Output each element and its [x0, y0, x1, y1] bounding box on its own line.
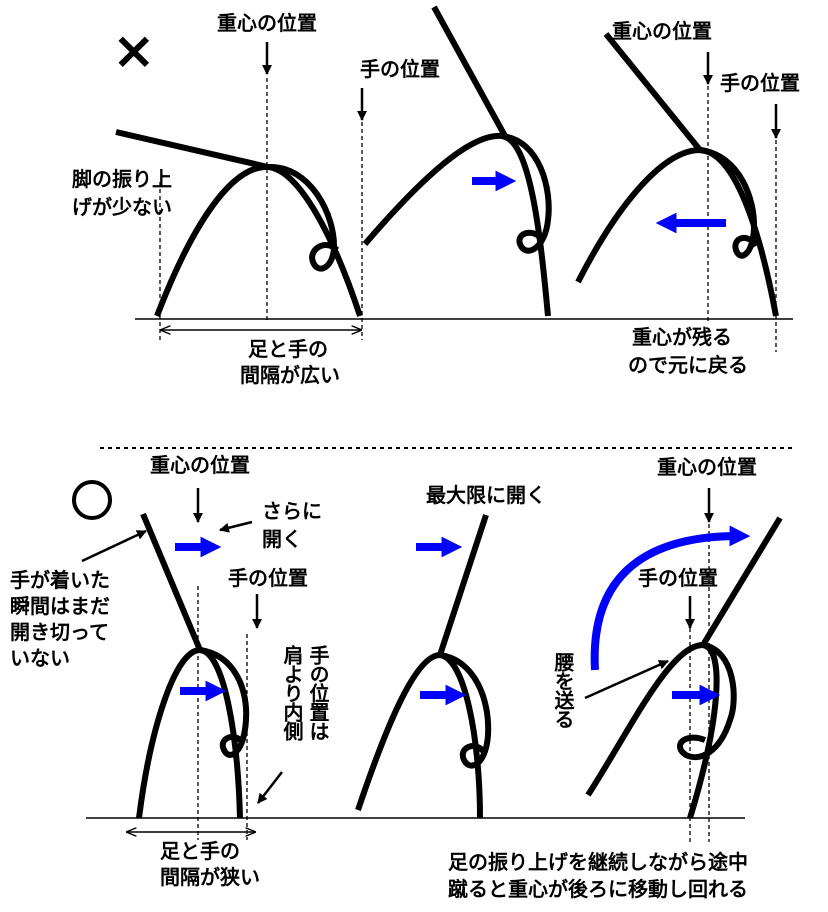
cog-label: 重心の位置 [217, 11, 317, 35]
figure-4: 重心の位置 さらに 開く 手の位置 手が着いた 瞬間はまだ 開き切って いない … [10, 453, 330, 889]
leg-note-line-1: 脚の振り上 [72, 167, 172, 191]
inside-note-col-2: 肩より内側 [280, 644, 304, 741]
body-curve [575, 146, 779, 317]
inside-note-col-1: 手の位置は [306, 644, 330, 740]
bad-example: × 重心の位置 手の位置 脚の振り上 げが少ない 足と手の 間隔が広い 重心の位… [72, 5, 800, 387]
body-curve [362, 132, 551, 317]
body-curve [154, 163, 363, 318]
figure-1: 重心の位置 手の位置 脚の振り上 げが少ない 足と手の 間隔が広い [72, 11, 440, 387]
body-curve [585, 641, 720, 819]
open-more-arrow [219, 520, 253, 533]
leg-line [140, 512, 203, 652]
leg-line [700, 516, 783, 647]
arm-loop [439, 652, 492, 769]
summary-line-2: 蹴ると重心が後ろに移動し回れる [448, 877, 748, 901]
touch-note-line-1: 手が着いた [10, 568, 110, 592]
good-example: ○ 重心の位置 さらに 開く 手の位置 手が着いた 瞬間はまだ 開き切って いな… [10, 453, 783, 901]
touch-arrow [81, 529, 147, 563]
touch-note-line-3: 開き切って [10, 620, 109, 644]
cog-label: 重心の位置 [657, 455, 757, 479]
arm-loop [501, 133, 552, 254]
arm-loop [677, 642, 737, 761]
circle-mark-icon [72, 480, 112, 520]
max-open-label: 最大限に開く [426, 483, 546, 507]
figure-6: 重心の位置 手の位置 腰を送る 足の振り上げを継続しながら途中 蹴ると重心が後ろ… [448, 455, 783, 901]
figure-2 [362, 5, 552, 317]
hand-label: 手の位置 [360, 57, 440, 81]
hand-label: 手の位置 [638, 566, 718, 590]
hip-arrow [584, 659, 669, 700]
leg-note-line-2: げが少ない [72, 195, 172, 219]
leg-line [437, 514, 489, 656]
return-note-line-2: ので元に戻る [628, 353, 748, 377]
cog-label: 重心の位置 [612, 19, 712, 43]
gap-note-line-2: 間隔が狭い [160, 865, 260, 889]
arm-loop [199, 647, 250, 758]
body-curve [355, 651, 483, 819]
leg-line [603, 32, 703, 152]
gap-note-line-2: 間隔が広い [240, 363, 340, 387]
figure-5: 最大限に開く [355, 483, 546, 819]
open-more-line-2: 開く [262, 527, 302, 551]
summary-line-1: 足の振り上げを継続しながら途中 [448, 850, 748, 874]
leg-line [431, 5, 508, 138]
gap-note-line-1: 足と手の [248, 337, 328, 361]
arm-loop [699, 147, 759, 259]
leg-line [115, 129, 269, 170]
return-note-line-1: 重心が残る [632, 325, 732, 349]
cross-mark-icon: × [112, 21, 156, 81]
arm-loop [267, 163, 340, 272]
cog-label: 重心の位置 [150, 453, 250, 477]
hand-label: 手の位置 [228, 566, 308, 590]
inside-arrow [257, 771, 283, 804]
body-curve [136, 646, 243, 819]
open-more-line-1: さらに [262, 499, 322, 523]
hand-label: 手の位置 [720, 71, 800, 95]
touch-note-line-2: 瞬間はまだ [10, 594, 110, 618]
figure-3: 重心の位置 手の位置 重心が残る ので元に戻る [575, 19, 800, 377]
blue-curved-arrow [590, 525, 751, 671]
touch-note-line-4: いない [10, 646, 70, 670]
hip-note: 腰を送る [551, 652, 575, 728]
gap-note-line-1: 足と手の [160, 839, 240, 863]
